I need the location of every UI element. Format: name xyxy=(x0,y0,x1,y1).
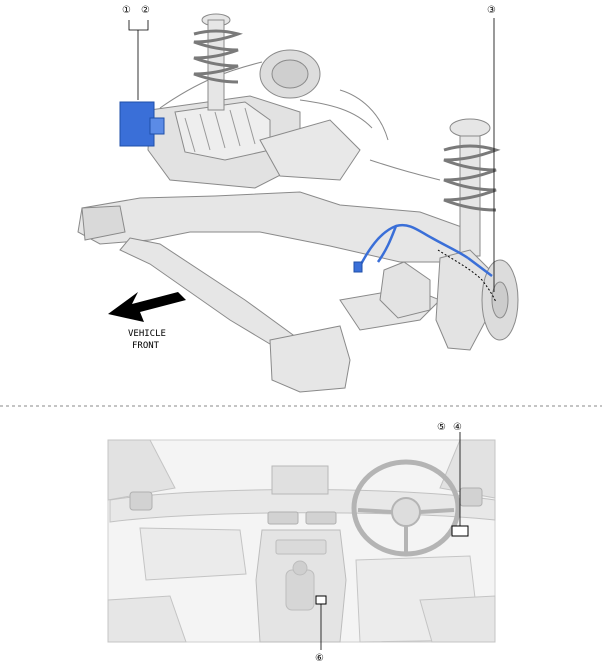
component-marker-4-5 xyxy=(451,525,469,537)
highlighted-component-hu xyxy=(119,101,165,147)
callout-1: ① xyxy=(122,5,131,16)
steering-wheel xyxy=(351,459,461,557)
vehicle-front-arrow xyxy=(108,292,186,322)
highlighted-sensor-harness xyxy=(356,223,493,278)
engine-block xyxy=(147,49,361,189)
windshield-pillars xyxy=(107,439,496,501)
glovebox xyxy=(139,527,247,581)
dashboard-illustration: ⑤ ④ ⑥ xyxy=(107,422,496,664)
seat-outlines xyxy=(107,595,496,643)
vehicle-front-label-line2: FRONT xyxy=(132,341,160,351)
callout-4: ④ xyxy=(453,422,462,433)
hydraulic-unit-connector xyxy=(149,117,165,135)
air-vents xyxy=(129,487,483,525)
hydraulic-unit xyxy=(119,101,155,147)
right-strut-assembly xyxy=(443,118,501,257)
left-strut-assembly xyxy=(193,13,243,111)
sensor-connector xyxy=(353,261,363,273)
callout-6: ⑥ xyxy=(315,653,324,664)
front-crossmember xyxy=(77,191,481,393)
right-knuckle-and-disc xyxy=(379,249,519,351)
suspension-illustration: ① ② ③ VEHICLE FRONT xyxy=(77,5,519,393)
hidden-harness-routing xyxy=(437,249,497,303)
center-display xyxy=(271,465,329,495)
callout-leaders-lower xyxy=(320,432,461,650)
vehicle-front-label-line1: VEHICLE xyxy=(128,329,166,339)
callout-2: ② xyxy=(141,5,150,16)
callout-5: ⑤ xyxy=(437,422,446,433)
callout-leaders-upper xyxy=(128,18,495,292)
center-console xyxy=(255,529,347,643)
component-marker-6 xyxy=(315,595,327,605)
callout-3: ③ xyxy=(487,5,496,16)
